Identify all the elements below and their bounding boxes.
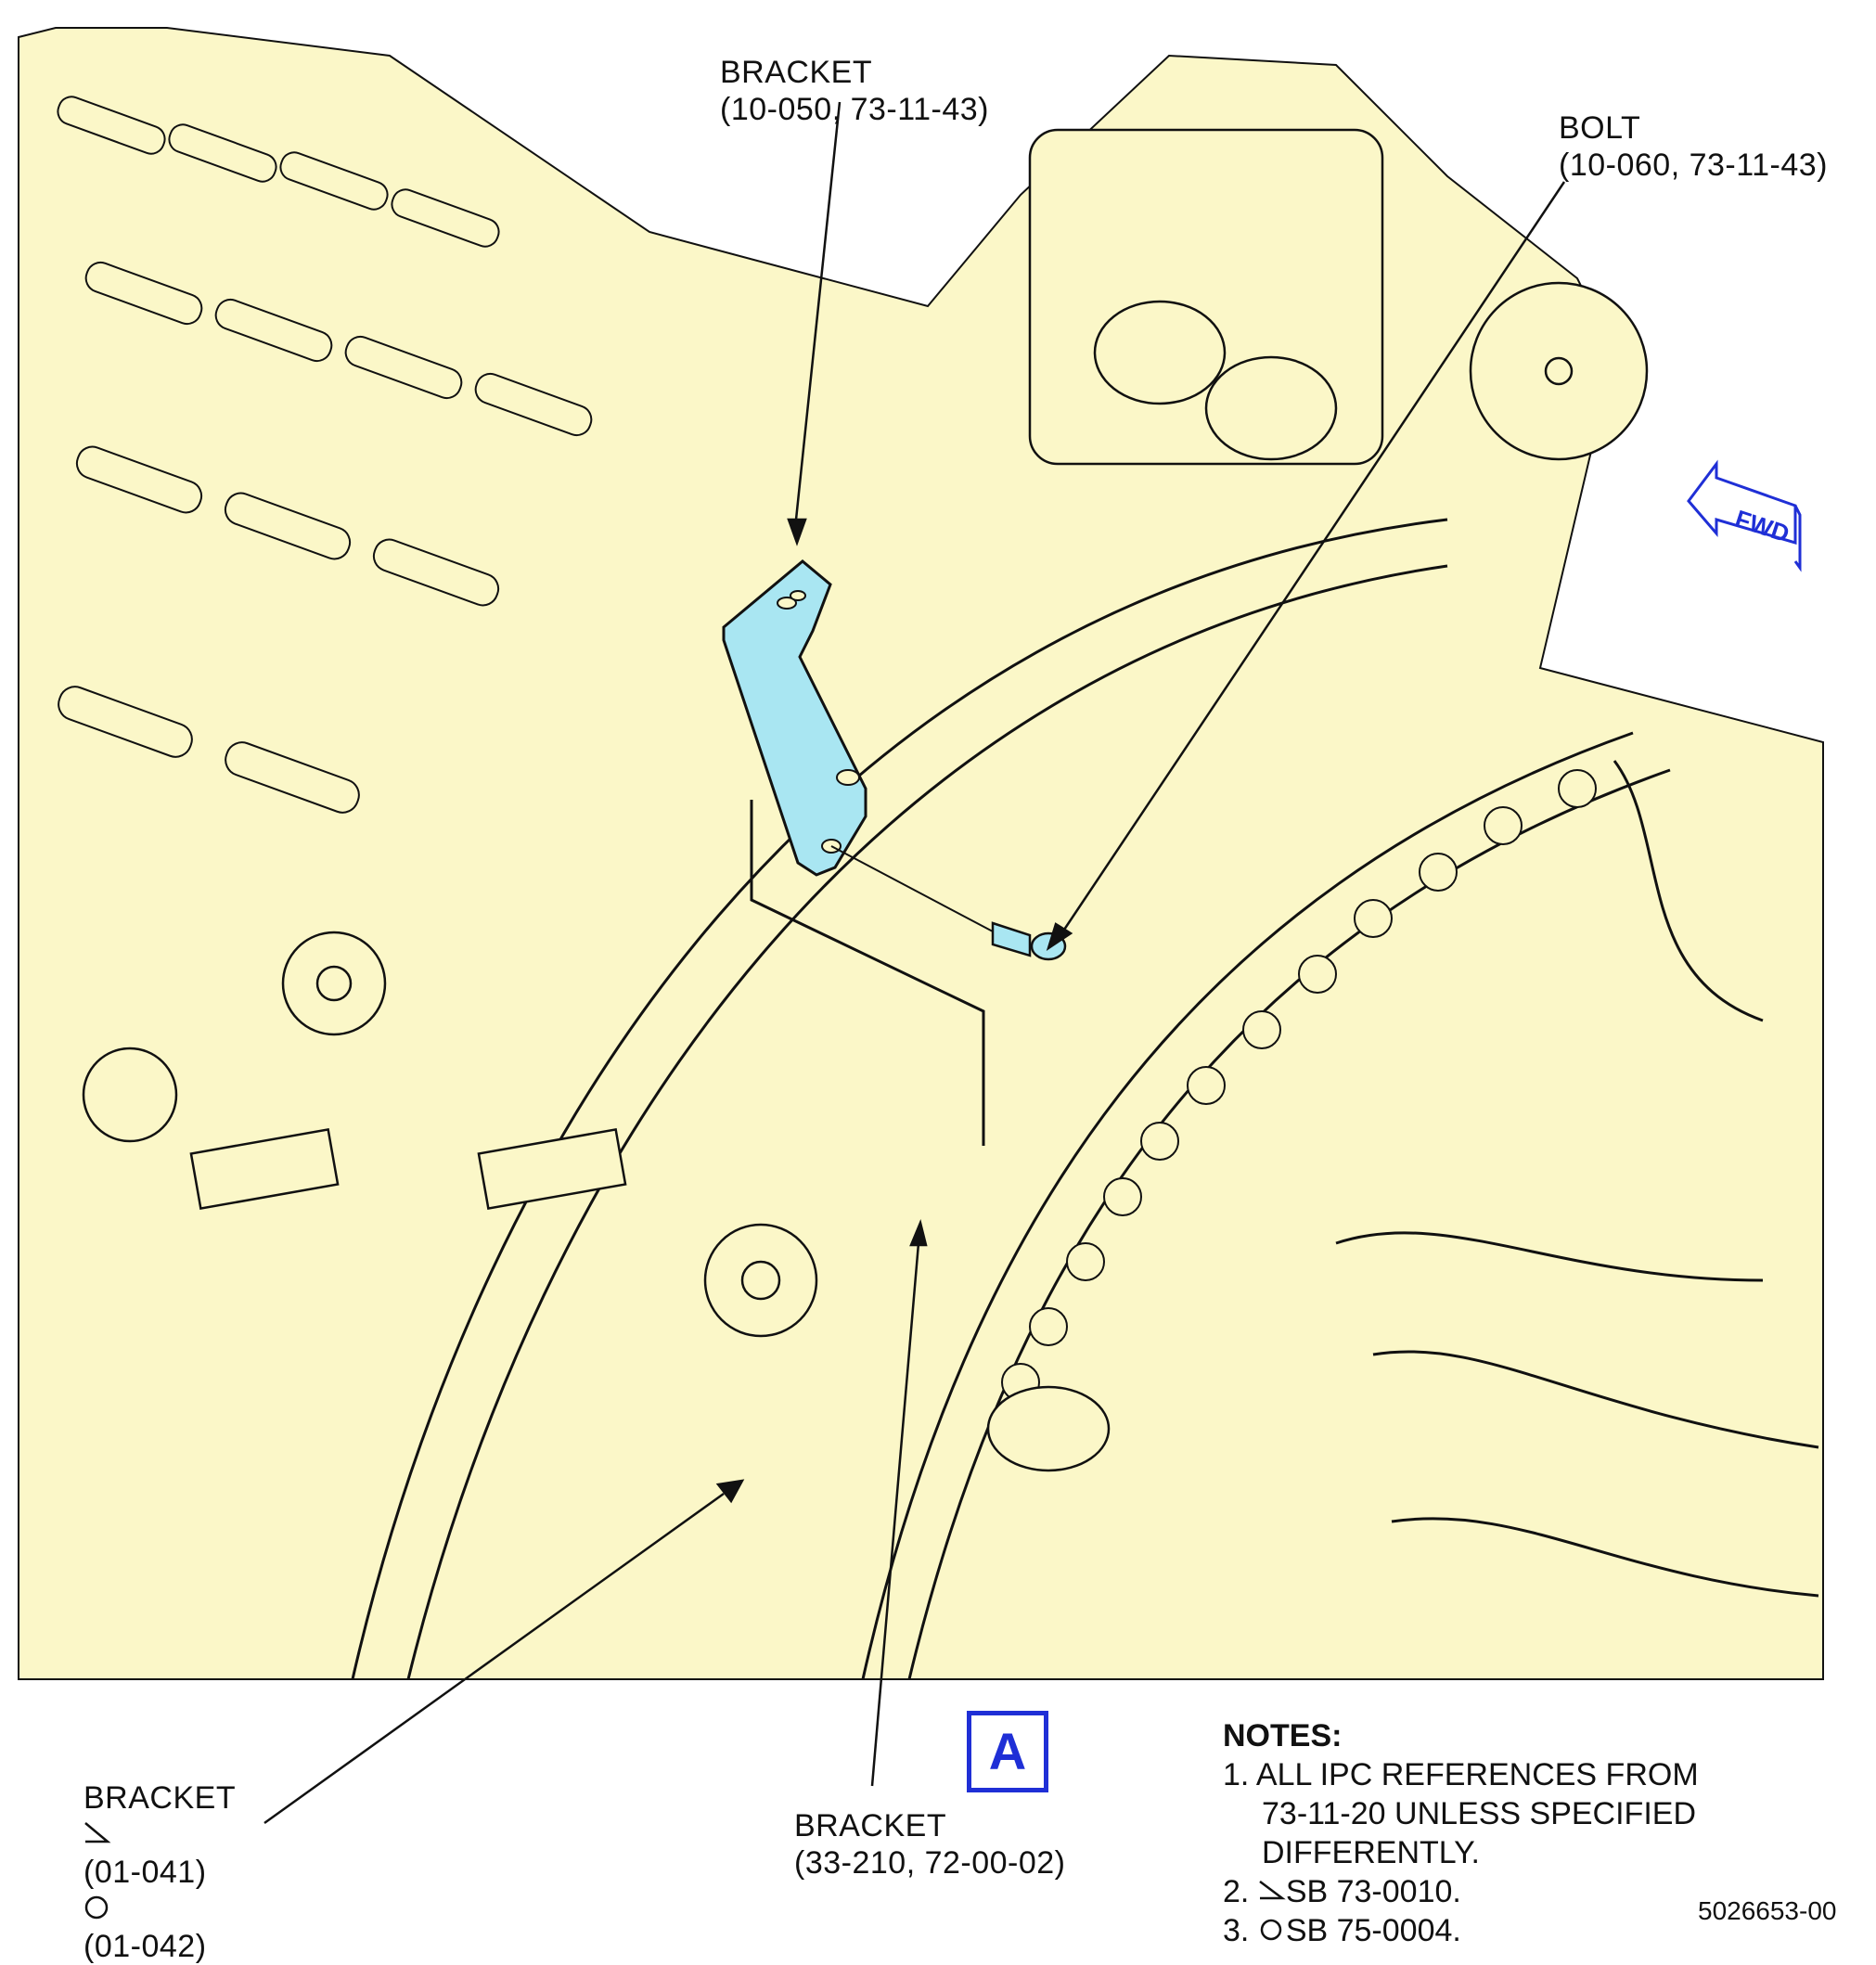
view-label-box: A: [967, 1711, 1048, 1792]
engine-flange-arc: [861, 731, 1634, 1680]
circle-icon: [84, 1891, 236, 1928]
note-2-num: 2.: [1223, 1874, 1250, 1909]
circle-icon: [1258, 1911, 1286, 1950]
callout-bracket-left: BRACKET (01-041) (01-042): [84, 1779, 236, 1965]
lower-mounts: [82, 931, 1111, 1472]
notes-heading: NOTES:: [1223, 1718, 1343, 1753]
callout-bracket-left-ref1: (01-041): [84, 1855, 207, 1890]
flange-bolts: [1001, 769, 1597, 1402]
engine-case-arc-inner: [406, 564, 1448, 1680]
engine-fill-area: [18, 27, 1824, 1680]
callout-bolt-name: BOLT: [1559, 110, 1641, 146]
variable-stator-arms: [57, 96, 593, 814]
callout-bracket-bottom: BRACKET (33-210, 72-00-02): [794, 1807, 1066, 1882]
note-3-text: SB 75-0004.: [1285, 1913, 1461, 1948]
figure-number: 5026653-00: [1698, 1896, 1837, 1925]
notes-block: NOTES: 1. ALL IPC REFERENCES FROM 73-11-…: [1223, 1716, 1699, 1950]
callout-bracket-top: BRACKET (10-050, 73-11-43): [720, 54, 989, 128]
callout-bracket-top-name: BRACKET: [720, 55, 873, 90]
fwd-label: FWD: [1732, 505, 1793, 548]
callout-bolt-ref: (10-060, 73-11-43): [1559, 148, 1828, 183]
note-1-cont-b: DIFFERENTLY.: [1262, 1835, 1480, 1870]
callout-bracket-left-ref2: (01-042): [84, 1929, 207, 1964]
callout-bracket-top-ref: (10-050, 73-11-43): [720, 92, 989, 127]
highlighted-bracket: [722, 559, 867, 877]
flag-triangle-icon: [1258, 1872, 1286, 1911]
note-2: 2. SB 73-0010.: [1223, 1872, 1699, 1911]
gearbox-assembly: [1028, 128, 1649, 466]
callout-bracket-bottom-name: BRACKET: [794, 1808, 947, 1843]
forward-arrow-icon: FWD: [1687, 459, 1802, 572]
callout-bolt: BOLT (10-060, 73-11-43): [1559, 109, 1828, 184]
note-3-num: 3.: [1223, 1913, 1250, 1948]
flag-triangle-icon: [84, 1817, 236, 1854]
note-3: 3. SB 75-0004.: [1223, 1911, 1699, 1950]
engine-case-arc-outer: [351, 518, 1448, 1680]
note-1: 1. ALL IPC REFERENCES FROM: [1223, 1757, 1699, 1792]
callout-bracket-bottom-ref: (33-210, 72-00-02): [794, 1845, 1066, 1881]
wire-harness: [1335, 760, 1819, 1598]
callout-bracket-left-name: BRACKET: [84, 1780, 237, 1816]
bracket-removal-outline: [750, 800, 985, 1146]
leader-lines: [263, 101, 1566, 1825]
note-1-cont-a: 73-11-20 UNLESS SPECIFIED: [1262, 1796, 1696, 1831]
bolt-install-path: [830, 845, 994, 932]
note-2-text: SB 73-0010.: [1285, 1874, 1461, 1909]
bracket-holes: [777, 590, 860, 854]
